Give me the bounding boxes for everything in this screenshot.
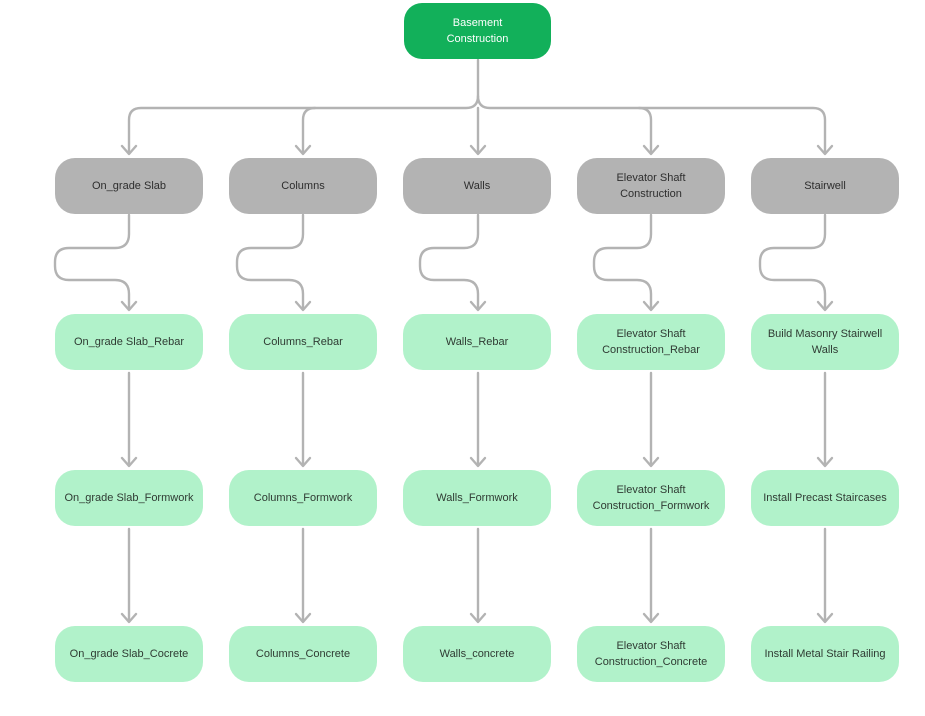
category-stairwell[interactable]: Stairwell: [751, 158, 899, 214]
arrowhead: [120, 456, 138, 468]
arrowhead: [294, 612, 312, 624]
task-label: Walls_Formwork: [436, 492, 518, 504]
arrowhead: [642, 612, 660, 624]
task-on-grade-slab-formwork[interactable]: On_grade Slab_Formwork: [55, 470, 203, 526]
arrowhead: [294, 300, 312, 312]
task-elevator-shaft-formwork[interactable]: Elevator Shaft Construction_Formwork: [577, 470, 725, 526]
arrowhead: [642, 456, 660, 468]
task-label: Columns_Formwork: [253, 492, 353, 504]
arrowhead: [294, 144, 312, 156]
task-walls-concrete[interactable]: Walls_concrete: [403, 626, 551, 682]
task-elevator-shaft-concrete[interactable]: Elevator Shaft Construction_Concrete: [577, 626, 725, 682]
category-label: Stairwell: [804, 180, 846, 192]
category-to-task-connectors: [53, 213, 834, 312]
trunk-connector-right: [476, 94, 827, 154]
arrowhead: [816, 612, 834, 624]
arrowhead: [642, 144, 660, 156]
task-columns-formwork[interactable]: Columns_Formwork: [229, 470, 377, 526]
category-label: Walls: [463, 180, 491, 192]
arrowhead: [469, 456, 487, 468]
category-columns[interactable]: Columns: [229, 158, 377, 214]
arrowhead: [816, 300, 834, 312]
task-on-grade-slab-concrete[interactable]: On_grade Slab_Cocrete: [55, 626, 203, 682]
category-on-grade-slab[interactable]: On_grade Slab: [55, 158, 203, 214]
s-connector: [418, 213, 480, 310]
root-label: Basement Construction: [446, 17, 509, 45]
category-label: Elevator Shaft Construction: [616, 172, 686, 200]
arrowhead: [642, 300, 660, 312]
task-label: Build Masonry Stairwell Walls: [767, 328, 883, 356]
s-connector: [53, 213, 131, 310]
task-label: On_grade Slab_Cocrete: [69, 648, 189, 660]
task-label: On_grade Slab_Formwork: [64, 492, 194, 504]
s-connector: [758, 213, 827, 310]
task-label: On_grade Slab_Rebar: [73, 336, 185, 348]
task-label: Elevator Shaft Construction_Rebar: [602, 328, 700, 356]
arrowhead: [120, 612, 138, 624]
s-connector: [235, 213, 305, 310]
task-label: Install Precast Staircases: [763, 492, 887, 504]
task-build-masonry-stairwell-walls[interactable]: Build Masonry Stairwell Walls: [751, 314, 899, 370]
task-label: Elevator Shaft Construction_Concrete: [594, 640, 708, 668]
task-label: Walls_Rebar: [445, 336, 509, 348]
root-to-categories-connectors: [120, 58, 834, 156]
task-columns-concrete[interactable]: Columns_Concrete: [229, 626, 377, 682]
arrowhead: [120, 300, 138, 312]
category-label: Columns: [281, 180, 325, 192]
category-elevator-shaft-construction[interactable]: Elevator Shaft Construction: [577, 158, 725, 214]
task-label: Install Metal Stair Railing: [764, 648, 886, 660]
task-label: Elevator Shaft Construction_Formwork: [592, 484, 710, 512]
arrowhead: [469, 144, 487, 156]
root-node[interactable]: Basement Construction: [404, 3, 551, 59]
category-walls[interactable]: Walls: [403, 158, 551, 214]
task-label: Columns_Rebar: [263, 336, 343, 348]
arrowhead: [469, 300, 487, 312]
task-elevator-shaft-rebar[interactable]: Elevator Shaft Construction_Rebar: [577, 314, 725, 370]
arrowhead: [469, 612, 487, 624]
branch-connector-columns: [301, 106, 317, 154]
task-on-grade-slab-rebar[interactable]: On_grade Slab_Rebar: [55, 314, 203, 370]
arrowhead: [120, 144, 138, 156]
arrowhead: [816, 456, 834, 468]
task-install-precast-staircases[interactable]: Install Precast Staircases: [751, 470, 899, 526]
task-label: Walls_concrete: [439, 648, 515, 660]
trunk-connector: [127, 58, 480, 154]
arrowhead: [816, 144, 834, 156]
branch-connector-elevator: [637, 106, 653, 154]
arrowhead: [294, 456, 312, 468]
task-walls-formwork[interactable]: Walls_Formwork: [403, 470, 551, 526]
s-connector: [592, 213, 653, 310]
category-label: On_grade Slab: [92, 180, 166, 192]
task-columns-rebar[interactable]: Columns_Rebar: [229, 314, 377, 370]
task-walls-rebar[interactable]: Walls_Rebar: [403, 314, 551, 370]
task-label: Columns_Concrete: [255, 648, 351, 660]
task-install-metal-stair-railing[interactable]: Install Metal Stair Railing: [751, 626, 899, 682]
task-to-task-connectors: [120, 371, 834, 624]
